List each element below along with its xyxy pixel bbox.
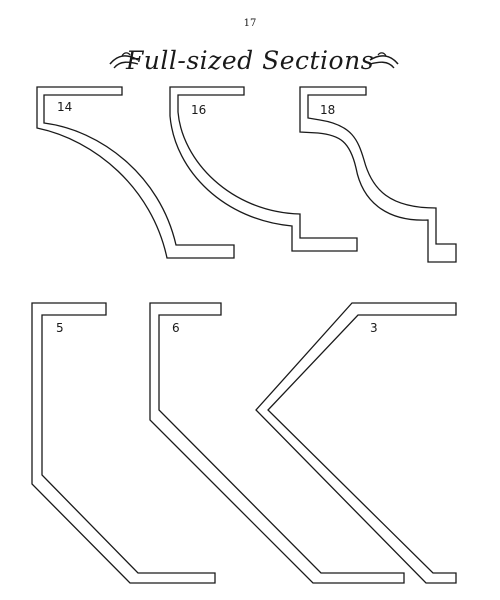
left-flourish-icon — [109, 52, 139, 69]
section-6-profile — [149, 302, 405, 584]
page-title: Full-sized Sections — [125, 46, 375, 75]
right-flourish-icon — [369, 52, 399, 69]
section-3-profile — [255, 302, 457, 584]
section-16-label: 16 — [191, 103, 206, 117]
section-5-profile — [31, 302, 216, 584]
section-16: 16 — [169, 86, 358, 252]
section-14: 14 — [36, 86, 235, 259]
section-16-profile — [169, 86, 358, 252]
title-row: Full-sized Sections — [0, 42, 500, 82]
section-18-profile — [299, 86, 457, 263]
section-14-profile — [36, 86, 235, 259]
section-5-label: 5 — [56, 321, 64, 335]
section-3-label: 3 — [370, 321, 378, 335]
section-5: 5 — [31, 302, 216, 584]
page-number: 17 — [243, 18, 257, 29]
section-18-label: 18 — [320, 103, 335, 117]
section-3: 3 — [255, 302, 457, 584]
section-6: 6 — [149, 302, 405, 584]
section-14-label: 14 — [57, 100, 72, 114]
section-6-label: 6 — [172, 321, 180, 335]
section-18: 18 — [299, 86, 457, 263]
